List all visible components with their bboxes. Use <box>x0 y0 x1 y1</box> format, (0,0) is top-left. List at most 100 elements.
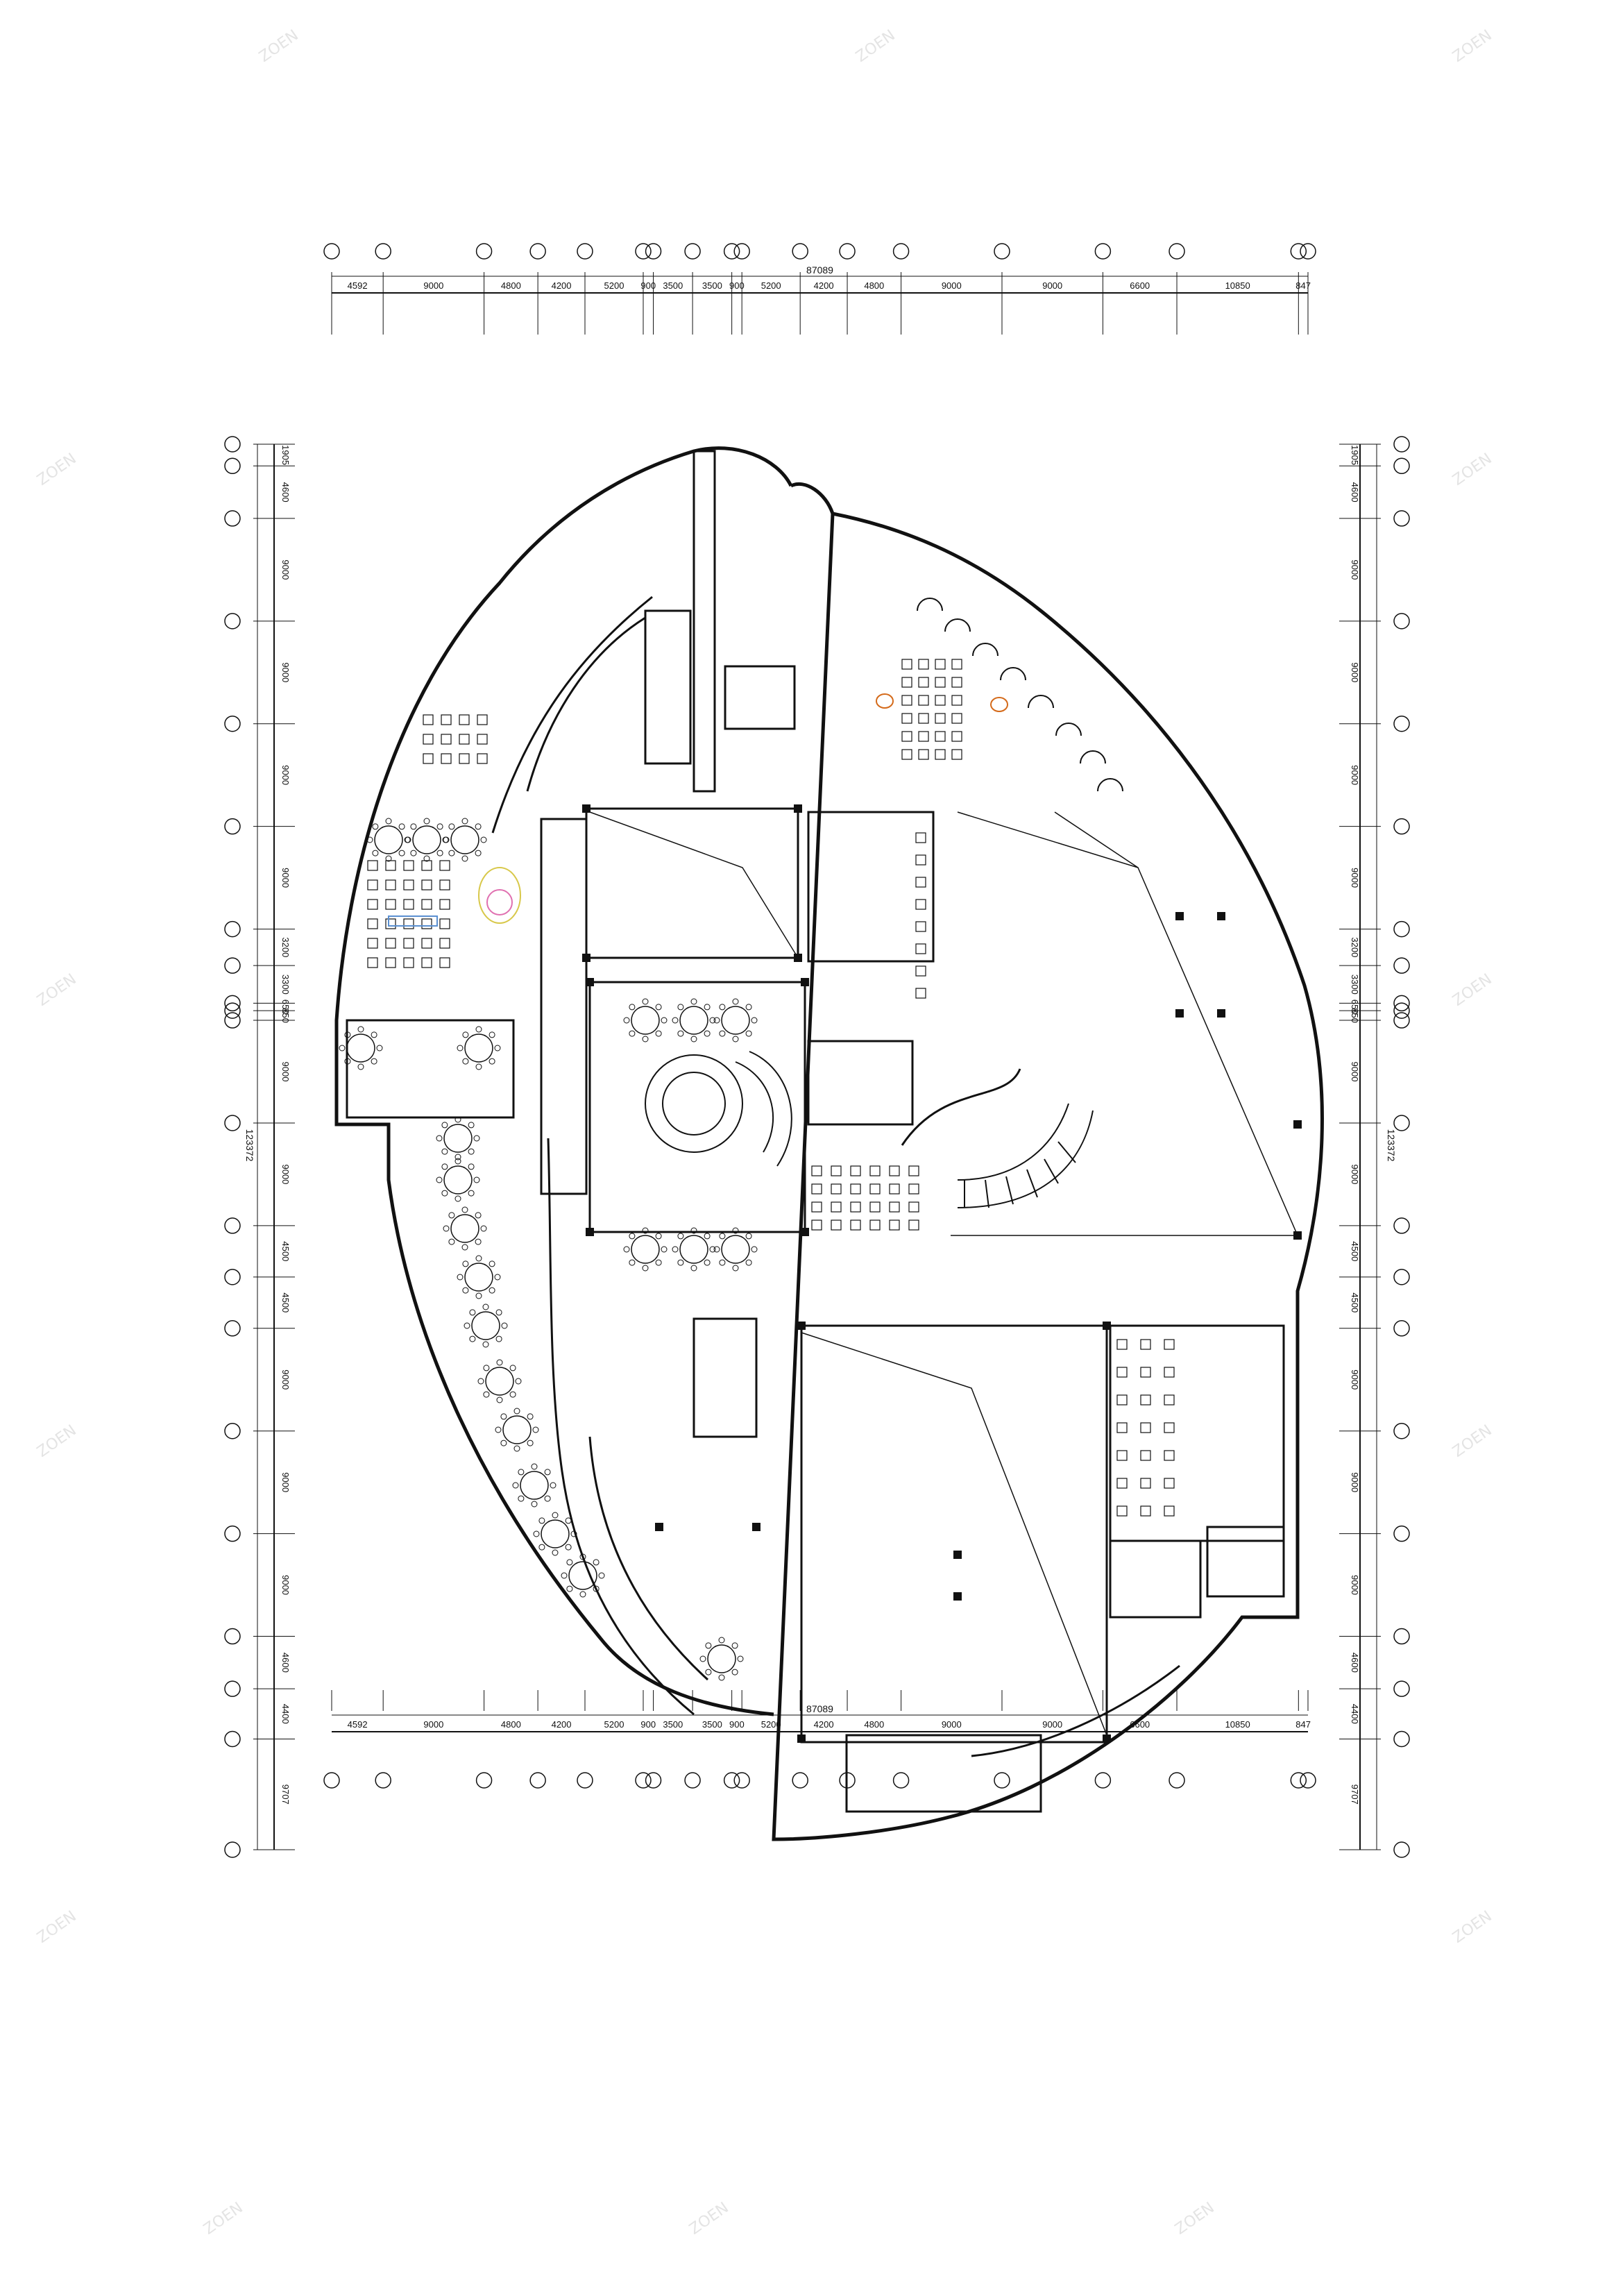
dimension-label: 6600 <box>1130 280 1150 291</box>
chair <box>552 1549 559 1556</box>
cafe-table <box>850 1183 861 1195</box>
cafe-table <box>850 1201 861 1213</box>
chair <box>552 1512 559 1519</box>
grid-bubble <box>792 243 808 260</box>
office-desk <box>1116 1422 1128 1433</box>
dining-table <box>385 860 396 871</box>
grid-bubble <box>224 1680 241 1697</box>
dining-table <box>439 938 450 949</box>
room-mid-right-lower <box>807 1040 914 1126</box>
cafe-table <box>831 1165 842 1176</box>
hall-diagonals <box>589 811 1298 1736</box>
chair <box>475 823 482 830</box>
chair <box>357 1063 364 1070</box>
chair <box>454 1195 461 1202</box>
grid-bubble <box>1393 715 1410 732</box>
chair <box>494 1045 501 1052</box>
chair <box>713 1246 720 1253</box>
dimension-label: 9000 <box>1350 1369 1360 1390</box>
grid-bubble <box>1393 1525 1410 1542</box>
watermark-text: ZOEN <box>686 2199 732 2238</box>
grid-bubble <box>224 436 241 453</box>
chair <box>677 1233 684 1240</box>
chair <box>642 1036 649 1043</box>
cafe-table <box>869 1219 881 1231</box>
chair <box>475 1255 482 1262</box>
chair <box>468 1190 475 1197</box>
chair <box>745 1259 752 1266</box>
dimension-label: 850 <box>1350 1008 1360 1023</box>
dimension-label: 3500 <box>663 280 683 291</box>
chair <box>454 1154 461 1160</box>
grid-bubble <box>645 1772 662 1789</box>
chair <box>677 1004 684 1011</box>
lounge-seat <box>915 899 926 910</box>
chair <box>737 1655 744 1662</box>
room-left-cafe <box>346 1019 515 1119</box>
chair <box>751 1017 758 1024</box>
structural-columns <box>582 804 1302 1743</box>
grid-bubble <box>1393 457 1410 475</box>
chair <box>518 1495 525 1502</box>
chair <box>566 1559 573 1566</box>
chair <box>468 1122 475 1129</box>
dimension-label: 4800 <box>864 280 884 291</box>
chair <box>344 1058 351 1065</box>
chair <box>731 1669 738 1675</box>
chair <box>550 1482 556 1489</box>
dining-table <box>439 957 450 968</box>
chair <box>475 1026 482 1033</box>
dimension-label: 9000 <box>1350 765 1360 785</box>
grid-bubble <box>892 1772 910 1789</box>
chair <box>544 1469 551 1476</box>
round-table <box>502 1415 532 1444</box>
dimension-label: 9000 <box>280 1062 291 1082</box>
chair <box>483 1391 490 1398</box>
dimension-label: 4500 <box>1350 1241 1360 1261</box>
dining-table <box>439 879 450 890</box>
chair <box>732 1265 739 1272</box>
column <box>586 1228 594 1236</box>
dimension-label: 3300 <box>280 974 291 995</box>
room-banquet-center <box>588 981 806 1233</box>
grid-bubble <box>723 243 740 260</box>
chair <box>705 1669 712 1675</box>
dining-table <box>385 938 396 949</box>
chair <box>495 1309 502 1316</box>
chair <box>483 1365 490 1371</box>
booth-seat <box>1028 695 1054 709</box>
chair <box>690 1227 697 1234</box>
lounge-seat <box>915 988 926 999</box>
grid-bubble <box>1393 613 1410 630</box>
office-desk <box>1164 1367 1175 1378</box>
dining-table <box>385 918 396 929</box>
chair <box>385 818 392 825</box>
cafe-table <box>850 1165 861 1176</box>
cafe-table <box>918 677 929 688</box>
round-table <box>631 1006 660 1035</box>
grid-bubble <box>224 1628 241 1645</box>
chair <box>398 850 405 856</box>
dining-table <box>403 899 414 910</box>
dimension-label: 4600 <box>1350 482 1360 503</box>
dimension-label: 10850 <box>1225 280 1250 291</box>
cafe-table <box>901 749 912 760</box>
dimension-label: 3200 <box>280 937 291 957</box>
column <box>752 1523 760 1531</box>
chair <box>709 1017 716 1024</box>
chair <box>462 1260 469 1267</box>
dimension-label: 4800 <box>501 280 521 291</box>
grid-bubble <box>723 1772 740 1789</box>
round-table <box>443 1124 473 1153</box>
cafe-table <box>831 1219 842 1231</box>
grid-bubble <box>1393 1680 1410 1697</box>
dimension-label: 5200 <box>604 280 624 291</box>
chair <box>718 1674 725 1681</box>
dining-table <box>421 957 432 968</box>
column <box>953 1551 962 1559</box>
grid-bubble <box>792 1772 808 1789</box>
dining-table <box>367 918 378 929</box>
cafe-table <box>811 1219 822 1231</box>
